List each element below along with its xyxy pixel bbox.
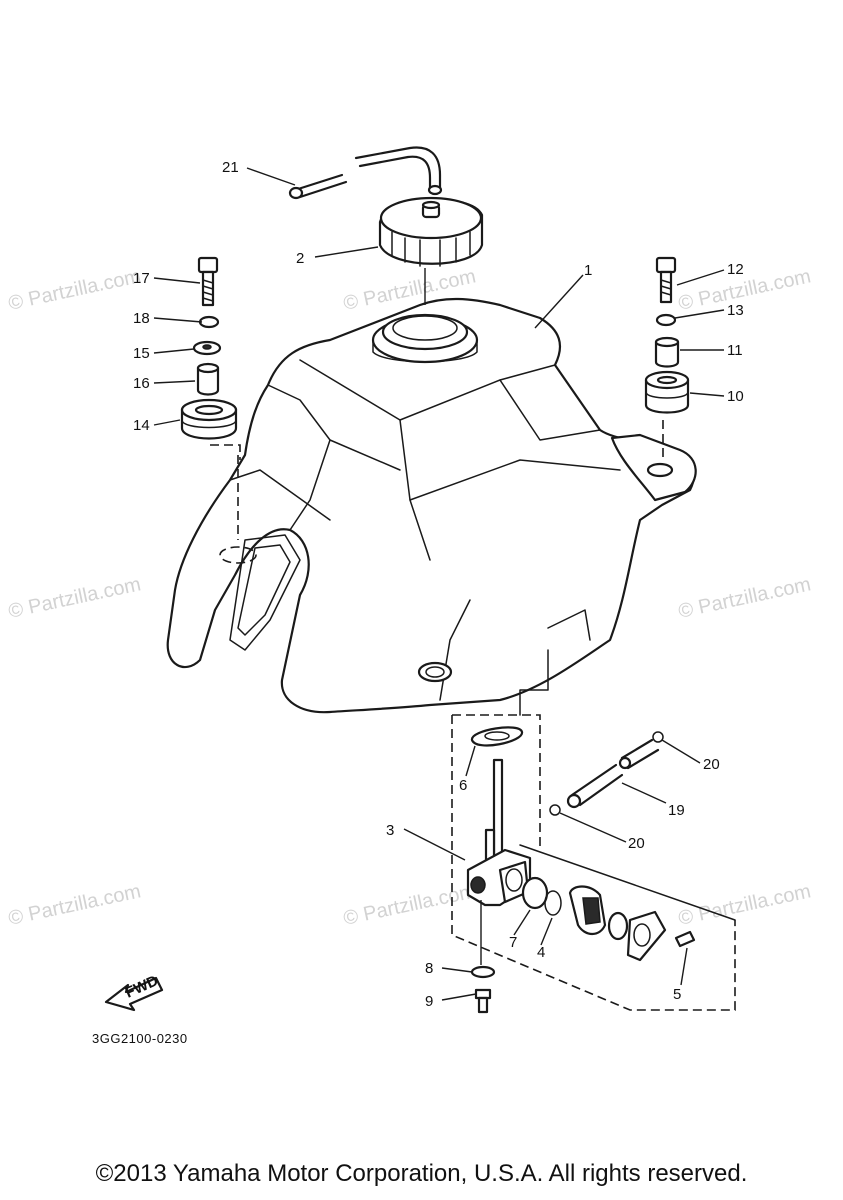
callout-6: 6 bbox=[459, 777, 467, 794]
breather-hose bbox=[288, 146, 443, 200]
callout-15: 15 bbox=[133, 345, 150, 362]
callout-7: 7 bbox=[509, 934, 517, 951]
callout-19: 19 bbox=[668, 802, 685, 819]
fuel-hose-and-clips bbox=[549, 731, 664, 816]
callout-3: 3 bbox=[386, 822, 394, 839]
callout-20-mid: 20 bbox=[628, 835, 645, 852]
callout-labels: 21 2 1 17 18 15 16 14 12 13 11 10 6 20 1… bbox=[133, 159, 744, 1010]
fuel-cock-assembly bbox=[451, 649, 736, 1014]
watermark: © Partzilla.com bbox=[676, 573, 812, 623]
callout-13: 13 bbox=[727, 302, 744, 319]
callout-20-top: 20 bbox=[703, 756, 720, 773]
callout-2: 2 bbox=[296, 250, 304, 267]
callout-8: 8 bbox=[425, 960, 433, 977]
callout-9: 9 bbox=[425, 993, 433, 1010]
watermark: © Partzilla.com bbox=[6, 880, 142, 930]
right-mount-hardware bbox=[644, 256, 690, 460]
callout-18: 18 bbox=[133, 310, 150, 327]
fuel-cap bbox=[378, 196, 484, 305]
callout-14: 14 bbox=[133, 417, 150, 434]
watermark: © Partzilla.com bbox=[676, 265, 812, 315]
callout-4: 4 bbox=[537, 944, 545, 961]
diagram-code: 3GG2100-0230 bbox=[92, 1031, 188, 1046]
forward-arrow: FWD bbox=[104, 972, 164, 1012]
watermark: © Partzilla.com bbox=[6, 265, 142, 315]
callout-12: 12 bbox=[727, 261, 744, 278]
left-mount-hardware bbox=[180, 256, 238, 440]
callout-10: 10 bbox=[727, 388, 744, 405]
fuel-tank bbox=[166, 297, 697, 714]
callout-16: 16 bbox=[133, 375, 150, 392]
watermark: © Partzilla.com bbox=[341, 880, 477, 930]
leader-lines bbox=[153, 167, 725, 1001]
watermark: © Partzilla.com bbox=[676, 880, 812, 930]
watermark: © Partzilla.com bbox=[6, 573, 142, 623]
callout-11: 11 bbox=[727, 342, 743, 359]
callout-17: 17 bbox=[133, 270, 150, 287]
callout-1: 1 bbox=[584, 262, 592, 279]
callout-5: 5 bbox=[673, 986, 681, 1003]
copyright-notice: ©2013 Yamaha Motor Corporation, U.S.A. A… bbox=[95, 1160, 748, 1187]
callout-21: 21 bbox=[222, 159, 239, 176]
